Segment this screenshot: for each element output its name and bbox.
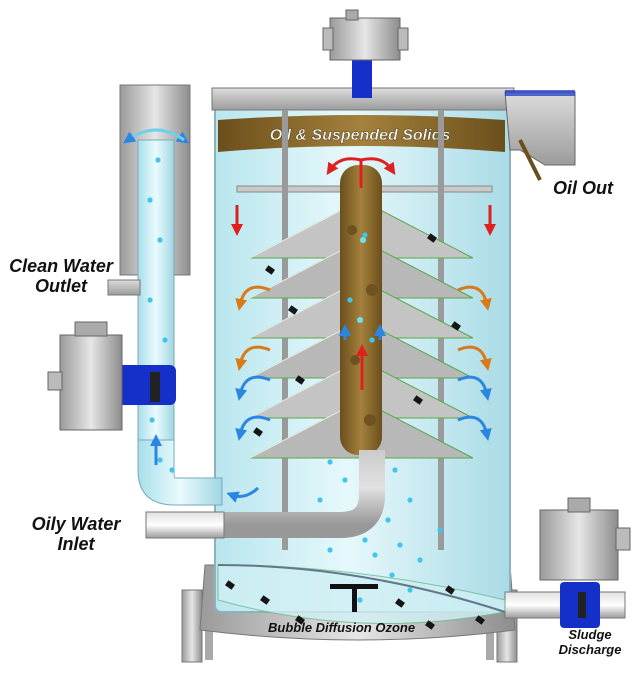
flow-arrows <box>150 157 496 503</box>
bubble <box>357 597 363 603</box>
solid-particle <box>413 395 423 405</box>
oil-flow-arrow <box>457 345 492 371</box>
bubble <box>169 467 175 473</box>
bubble <box>397 542 403 548</box>
solid-particle <box>395 598 405 608</box>
top-actuator <box>322 9 409 98</box>
bubble <box>157 457 163 463</box>
clean-water-valve <box>47 321 176 431</box>
oil-out-trough <box>504 90 576 181</box>
solid-particle <box>427 233 437 243</box>
bubble <box>147 297 153 303</box>
bubble <box>149 417 155 423</box>
bubble <box>327 547 333 553</box>
bubble <box>362 537 368 543</box>
clean-water-outlet-label: Clean Water Outlet <box>9 256 113 297</box>
solid-particle <box>253 427 263 437</box>
bubble <box>407 587 413 593</box>
oily-water-inlet-pipe <box>145 511 225 539</box>
sludge-discharge-label: Sludge Discharge <box>558 627 622 657</box>
oil-out-label: Oil Out <box>553 178 613 198</box>
solid-particle <box>260 595 270 605</box>
bubble <box>155 157 161 163</box>
bubble <box>317 497 323 503</box>
bubble <box>362 232 368 238</box>
bubble <box>407 497 413 503</box>
bubble <box>157 237 163 243</box>
bubble <box>162 337 168 343</box>
solid-particle <box>445 585 455 595</box>
ozone-diffuser <box>330 584 378 612</box>
bubble <box>392 467 398 473</box>
oil-flow-arrow <box>359 157 396 188</box>
sludge-discharge-valve <box>504 497 631 628</box>
oil-layer-band <box>218 115 505 152</box>
solid-particle <box>295 375 305 385</box>
water-flow-arrow <box>457 415 492 441</box>
solid-particle <box>225 580 235 590</box>
oily-water-inlet-label: Oily Water Inlet <box>31 514 121 555</box>
bubble <box>369 337 375 343</box>
solid-particle <box>475 615 485 625</box>
solid-particle <box>425 620 435 630</box>
solid-particle <box>265 265 275 275</box>
inlet-feed-pipe <box>150 450 385 538</box>
bubble <box>147 197 153 203</box>
suspended-solids <box>225 233 485 630</box>
bubble <box>347 297 353 303</box>
bubble <box>327 459 333 465</box>
bubble <box>437 527 443 533</box>
oil-suspended-solids-label: Oil & Suspended Solids <box>270 127 451 144</box>
solid-particle <box>288 305 298 315</box>
bubble <box>417 557 423 563</box>
bubble <box>372 552 378 558</box>
bubble <box>385 517 391 523</box>
solid-particle <box>295 615 305 625</box>
water-flow-arrow <box>457 375 492 401</box>
oil-flow-arrow <box>235 285 271 311</box>
water-flow-arrow <box>226 486 260 503</box>
bubble <box>342 477 348 483</box>
clean-water-outlet-pipe <box>107 84 223 506</box>
ozone-bubbles <box>147 157 443 603</box>
water-flow-arrow <box>235 415 271 441</box>
solid-particle <box>451 321 461 331</box>
bubble-diffusion-ozone-label: Bubble Diffusion Ozone <box>268 620 416 635</box>
oil-flow-arrow <box>235 345 271 371</box>
oil-flow-arrow <box>457 285 492 311</box>
central-oil-column <box>340 165 382 455</box>
bubble <box>389 572 395 578</box>
water-flow-arrow <box>235 375 271 401</box>
